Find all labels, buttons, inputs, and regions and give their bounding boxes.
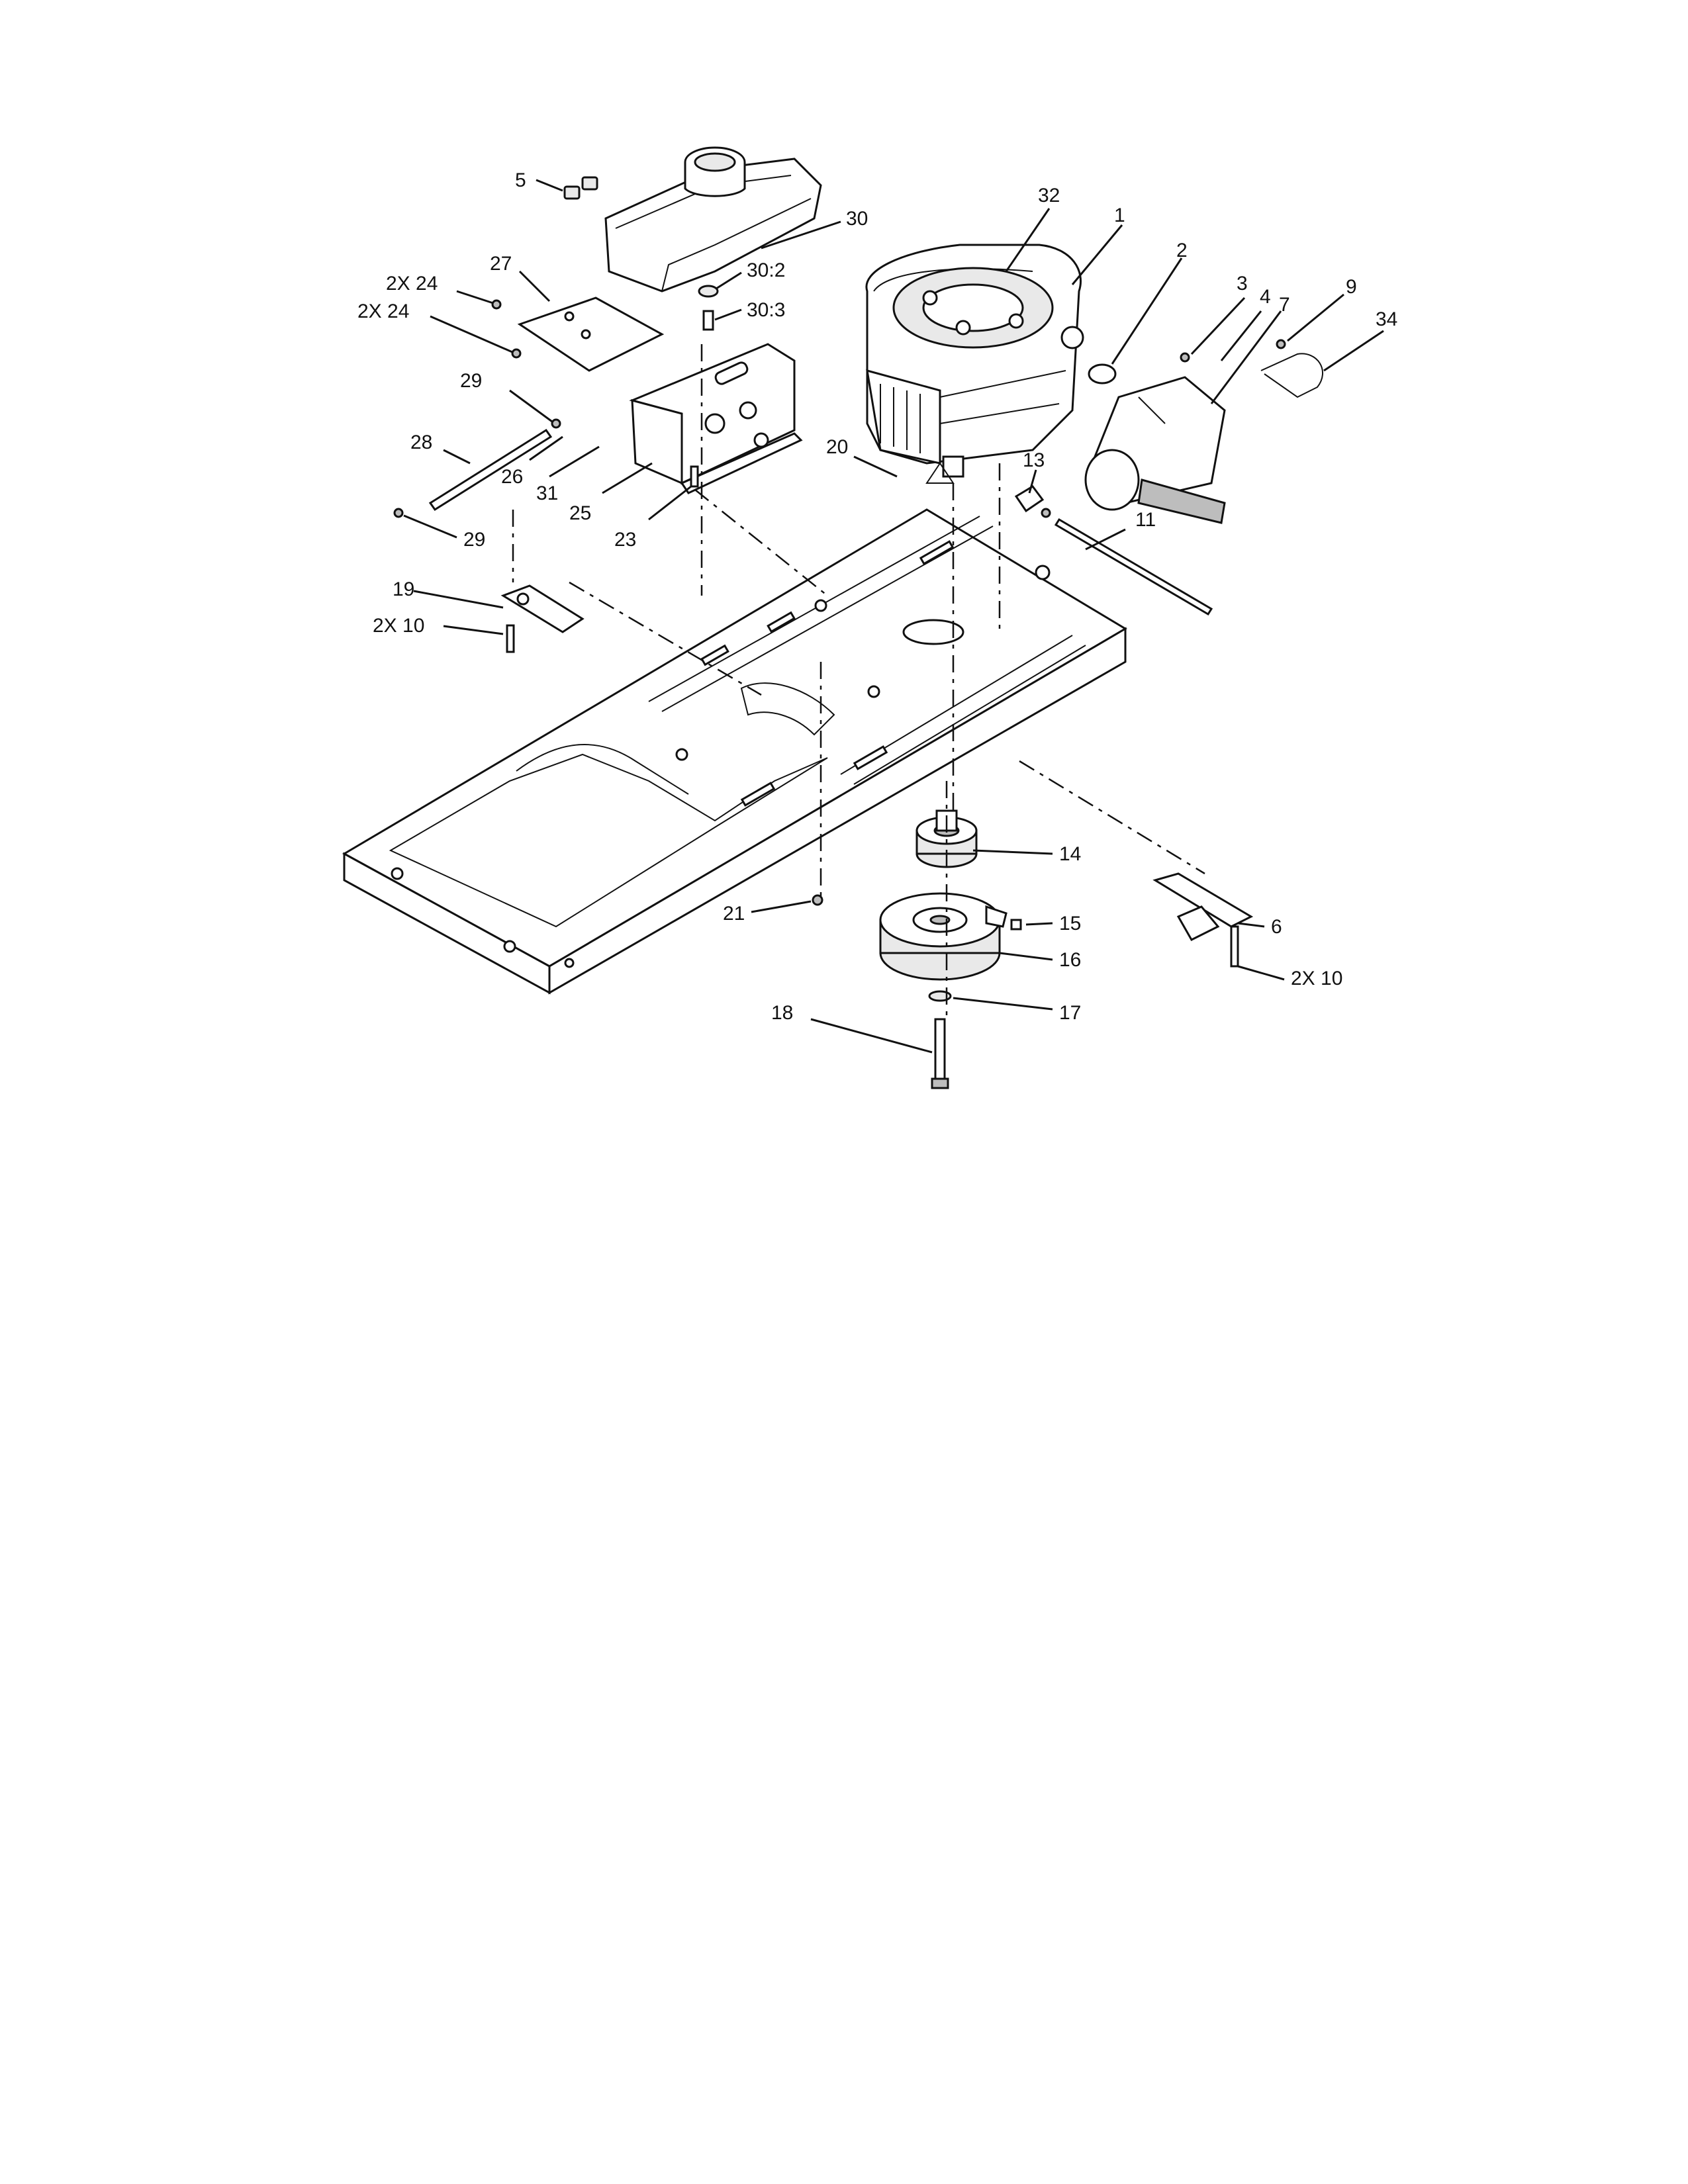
callout-labels: 5 30 30:2 30:3 27 2X 24 2X 24 29 28 26 3…	[357, 169, 1397, 1024]
fuel-tank	[604, 146, 822, 293]
callout-23: 23	[614, 529, 636, 551]
part-28-rod	[393, 418, 561, 518]
part-19-bracket	[500, 584, 585, 653]
part-9-bolt	[1276, 339, 1286, 349]
callout-7: 7	[1279, 294, 1290, 316]
callout-25: 25	[569, 502, 591, 524]
part-25-bracket	[629, 343, 803, 494]
callout-2x10-right: 2X 10	[1291, 968, 1342, 989]
callout-26: 26	[501, 466, 523, 488]
part-3-bolt	[1180, 352, 1190, 363]
callout-30-3: 30:3	[747, 299, 785, 321]
callout-30-2: 30:2	[747, 259, 785, 281]
part-21-nut	[812, 894, 823, 906]
callout-20: 20	[826, 436, 848, 458]
part-16-clutch	[879, 892, 1008, 981]
frame	[342, 508, 1127, 995]
callout-29-upper: 29	[460, 370, 482, 392]
part-27-plate	[517, 296, 665, 372]
part-6-bracket	[1152, 872, 1254, 968]
callout-9: 9	[1346, 276, 1357, 298]
callout-6: 6	[1271, 916, 1282, 938]
callout-4: 4	[1260, 286, 1271, 308]
callout-5: 5	[515, 169, 526, 191]
leader-lines	[403, 179, 1384, 1054]
part-24-screws	[491, 299, 522, 359]
part-5-caps	[563, 176, 598, 200]
callout-19: 19	[393, 578, 414, 600]
callout-14: 14	[1059, 843, 1081, 865]
callout-29-lower: 29	[463, 529, 485, 551]
part-34-guard	[1260, 353, 1324, 398]
callout-31: 31	[536, 482, 558, 504]
callout-27: 27	[490, 253, 512, 275]
callout-2: 2	[1176, 240, 1188, 261]
callout-13: 13	[1023, 449, 1045, 471]
callout-2x10-left: 2X 10	[373, 615, 424, 637]
part-23-screw	[690, 465, 699, 488]
part-30-3-fitting	[702, 310, 714, 331]
callout-28: 28	[410, 432, 432, 453]
callout-21: 21	[723, 903, 745, 925]
callout-17: 17	[1059, 1002, 1081, 1024]
part-7-muffler	[1084, 376, 1226, 524]
callout-34: 34	[1376, 308, 1397, 330]
callout-18: 18	[771, 1002, 793, 1024]
callout-16: 16	[1059, 949, 1081, 971]
part-15-key	[1010, 919, 1022, 931]
part-11-rod	[1054, 518, 1213, 616]
callout-32: 32	[1038, 185, 1060, 206]
callout-11: 11	[1135, 509, 1156, 531]
callout-2x24-lower: 2X 24	[357, 300, 409, 322]
callout-1: 1	[1114, 205, 1125, 226]
part-30-2-grommet	[698, 285, 719, 298]
part-18-bolt	[931, 1018, 949, 1089]
part-13-fitting	[1014, 485, 1051, 518]
part-2-gasket	[1088, 363, 1117, 385]
callout-3: 3	[1237, 273, 1248, 295]
part-17-washer	[928, 990, 952, 1002]
callout-30: 30	[846, 208, 868, 230]
callout-15: 15	[1059, 913, 1081, 934]
callout-2x24-upper: 2X 24	[386, 273, 438, 295]
engine	[865, 244, 1084, 484]
assembly-lines	[512, 344, 1205, 1019]
